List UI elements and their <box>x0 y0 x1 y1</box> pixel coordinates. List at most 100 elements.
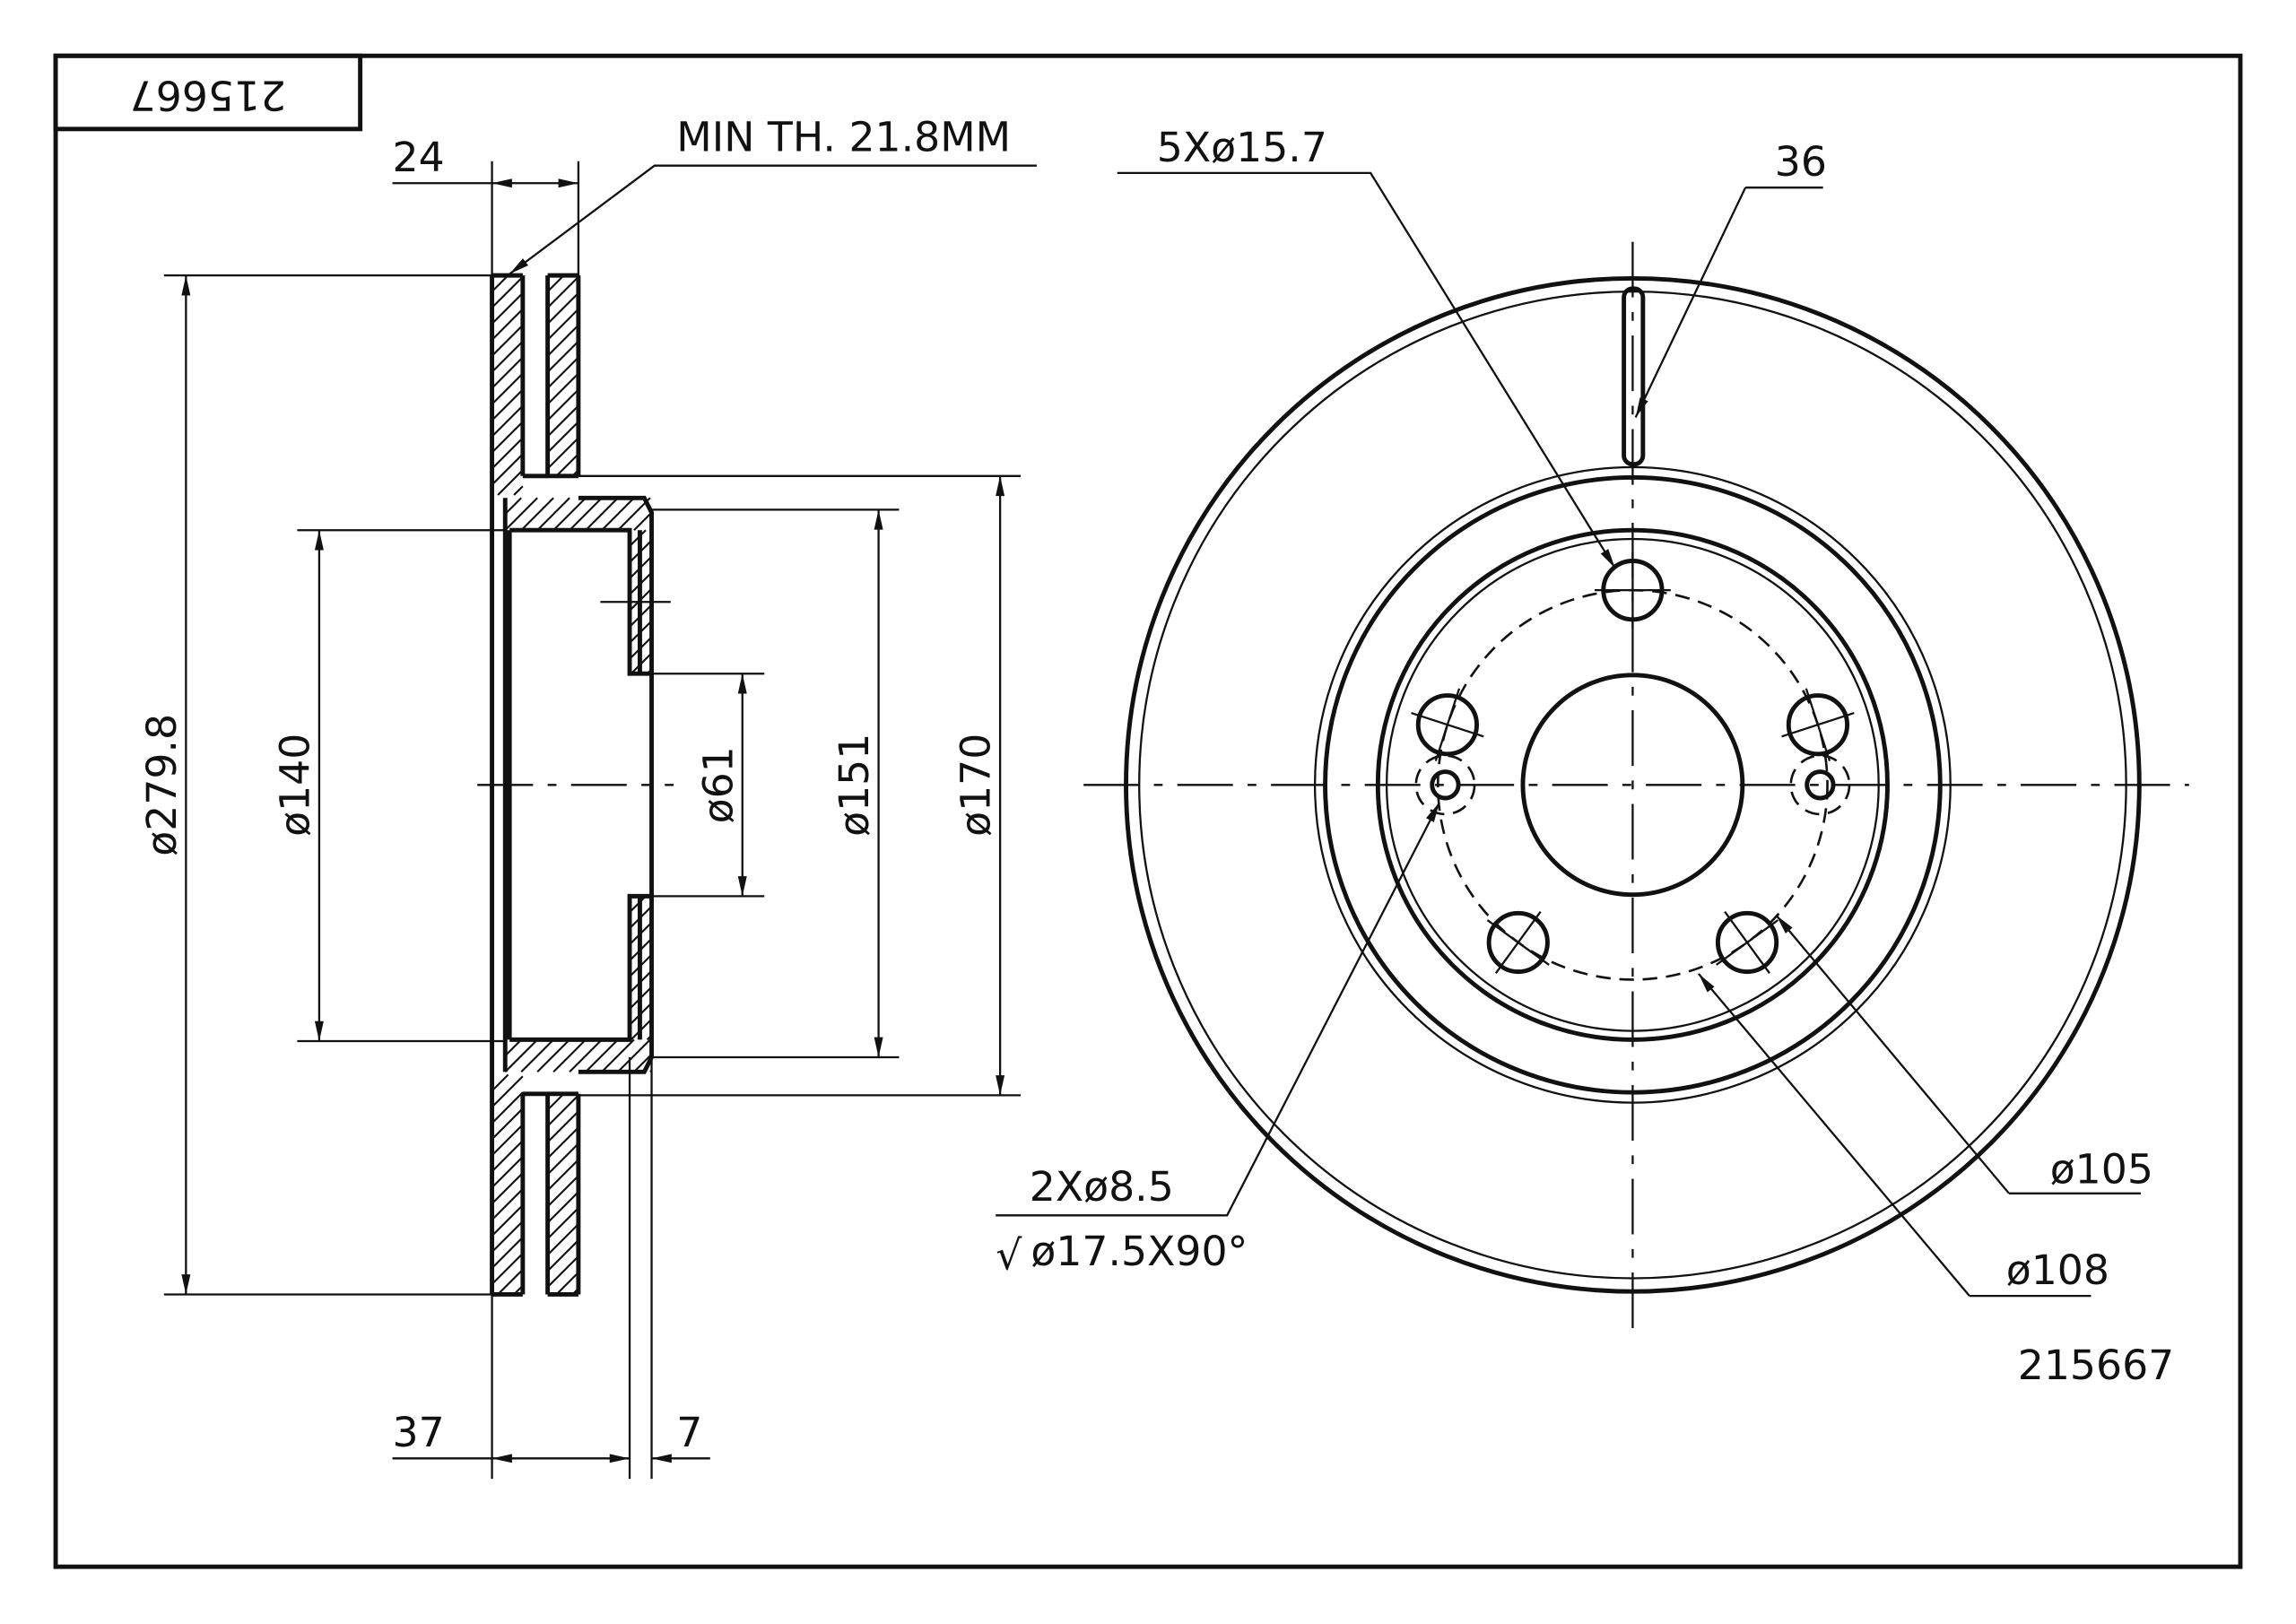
section-hatch-line <box>491 274 509 292</box>
section-hatch-line <box>546 388 579 421</box>
dimension-arrowhead <box>314 1020 324 1042</box>
section-hatch-line <box>497 1268 524 1296</box>
section-hatch-line <box>555 453 579 477</box>
section-hatch-line <box>546 1207 579 1240</box>
dim-outer-diameter: ø279.8 <box>138 714 186 856</box>
dim-overall-height: 37 <box>393 1409 445 1456</box>
section-hatch-line <box>491 453 524 486</box>
section-hatch-line <box>617 1038 651 1073</box>
section-hatch-line <box>569 497 603 531</box>
section-hatch-line <box>536 497 570 531</box>
section-hatch-line <box>546 372 579 405</box>
section-hatch-line <box>552 1038 587 1073</box>
section-hatch-line <box>546 421 579 454</box>
section-hatch-line <box>504 497 522 516</box>
section-hatch-line <box>546 1094 579 1127</box>
section-hatch-line <box>546 1110 579 1143</box>
label-pcd-108: ø108 <box>2006 1246 2109 1294</box>
dimension-arrowhead <box>558 178 578 188</box>
dimension-arrowhead <box>874 509 883 530</box>
section-hatch-line <box>491 1188 524 1220</box>
dim-center-bore: ø61 <box>694 746 742 823</box>
section-hatch-line <box>491 421 524 454</box>
section-hatch-line <box>491 1204 524 1237</box>
section-hatch-line <box>504 497 538 531</box>
bolt-hole <box>1415 693 1479 757</box>
label-slot: 36 <box>1775 138 1827 186</box>
dimension-arrowhead <box>651 1454 672 1463</box>
section-hatch-line <box>546 1093 565 1111</box>
section-hatch-line <box>491 308 524 341</box>
bolt-hole-centerline <box>1716 919 1779 966</box>
section-hatch-line <box>546 340 579 373</box>
section-hatch-line <box>536 1038 570 1073</box>
section-hatch-line <box>491 324 524 357</box>
dimension-arrowhead <box>996 475 1005 497</box>
section-hatch-line <box>504 1038 522 1057</box>
bolt-hole-centerline <box>1434 688 1461 761</box>
section-hatch-line <box>491 1091 524 1125</box>
section-hatch-line <box>633 511 653 531</box>
dim-friction-inner-diameter: ø170 <box>952 734 1000 837</box>
section-hatch-line <box>504 1038 538 1073</box>
section-hatch-line <box>497 469 524 496</box>
section-hatch-line <box>569 1038 603 1073</box>
front-view <box>1083 241 2189 1333</box>
drawing-border <box>53 53 2243 1569</box>
dimension-arrowhead <box>874 1037 883 1057</box>
countersink-symbol: √ <box>996 1232 1022 1280</box>
countersink-circle <box>1414 754 1476 816</box>
dimension-arrowhead <box>314 530 324 551</box>
label-bolt-holes: 5Xø15.7 <box>1157 124 1327 171</box>
section-hatch-line <box>491 1075 524 1108</box>
section-hatch-line <box>546 1175 579 1208</box>
locating-hole <box>1430 769 1461 801</box>
title-part-number-rotated: 215667 <box>130 72 286 119</box>
dimension-arrowhead <box>491 1454 512 1463</box>
section-hatch-line <box>513 485 524 496</box>
section-hatch-line <box>601 497 635 531</box>
section-hatch-line <box>546 1191 579 1224</box>
label-pcd-105: ø105 <box>2050 1145 2153 1193</box>
section-hatch-line <box>546 274 565 292</box>
section-hatch-line <box>546 356 579 389</box>
dim-min-thickness: MIN TH. 21.8MM <box>676 113 1011 161</box>
section-hatch-line <box>546 1126 579 1159</box>
side-dimensions <box>163 161 1037 1480</box>
section-hatch-line <box>546 404 579 438</box>
section-hatch-line <box>546 1159 579 1192</box>
dim-hat-thickness: 7 <box>676 1409 702 1456</box>
dimension-arrowhead <box>996 1075 1005 1096</box>
bolt-hole <box>1715 910 1779 975</box>
section-hatch-line <box>520 497 554 531</box>
section-hatch-line <box>491 276 524 308</box>
section-hatch-line <box>491 1220 524 1253</box>
dimension-arrowhead <box>509 258 528 274</box>
dimension-arrowhead <box>491 178 512 188</box>
dimension-arrowhead <box>181 1274 191 1295</box>
section-hatch-line <box>491 291 524 325</box>
label-locating-holes: 2Xø8.5 <box>1030 1163 1174 1211</box>
section-hatch-line <box>491 1237 524 1269</box>
section-hatch-line <box>491 437 524 470</box>
section-hatch-line <box>546 308 579 341</box>
section-hatch-line <box>546 1255 579 1289</box>
section-hatch-line <box>546 324 579 357</box>
side-section-view <box>477 273 674 1297</box>
section-hatch-line <box>491 340 524 373</box>
bolt-hole <box>1486 910 1550 975</box>
section-hatch-line <box>491 1073 509 1092</box>
locating-hole <box>1805 769 1836 801</box>
section-hatch-line <box>491 1172 524 1204</box>
section-hatch-line <box>552 497 587 531</box>
dim-hat-outer-diameter: ø151 <box>831 734 878 837</box>
dimension-arrowhead <box>737 876 747 897</box>
bolt-hole <box>1786 693 1850 757</box>
dimension-arrowhead <box>181 275 191 296</box>
section-hatch-line <box>491 1107 524 1141</box>
dim-thickness: 24 <box>393 134 445 181</box>
section-hatch-line <box>491 388 524 421</box>
label-countersink: ø17.5X90° <box>1031 1228 1248 1275</box>
bolt-hole-centerline <box>1805 688 1831 761</box>
dim-hat-inner-diameter: ø140 <box>271 734 318 837</box>
